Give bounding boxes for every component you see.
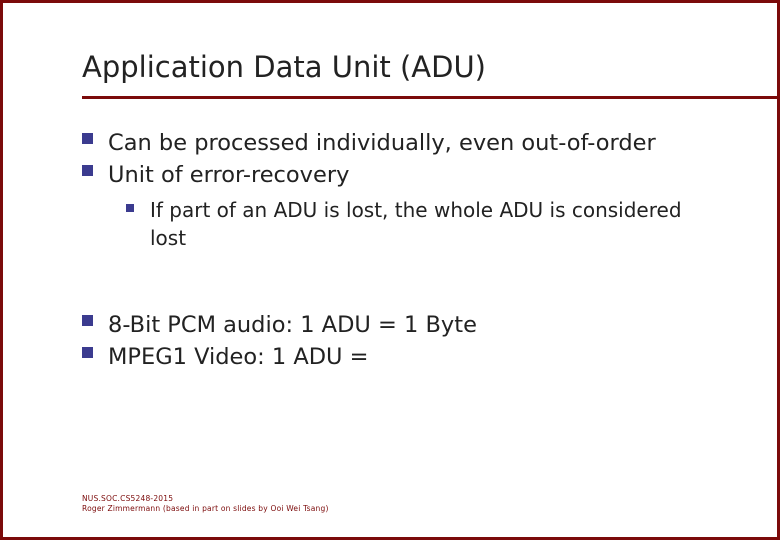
title-divider	[82, 96, 780, 99]
footer-attribution: Roger Zimmermann (based in part on slide…	[82, 504, 329, 513]
bullet-item: Unit of error-recovery	[82, 160, 722, 190]
page-title: Application Data Unit (ADU)	[82, 50, 486, 84]
bullet-text: MPEG1 Video: 1 ADU =	[108, 344, 369, 370]
sub-bullet-marker-icon	[126, 204, 134, 212]
slide-body: Can be processed individually, even out-…	[82, 128, 722, 374]
bullet-text: 8-Bit PCM audio: 1 ADU = 1 Byte	[108, 312, 477, 338]
bullet-text: Unit of error-recovery	[108, 162, 350, 188]
bullet-marker-icon	[82, 347, 93, 358]
slide-footer: NUS.SOC.CS5248-2015 Roger Zimmermann (ba…	[82, 494, 682, 514]
bullet-item: 8-Bit PCM audio: 1 ADU = 1 Byte	[82, 310, 722, 340]
bullet-text: Can be processed individually, even out-…	[108, 130, 656, 156]
bullet-item: MPEG1 Video: 1 ADU =	[82, 342, 722, 372]
bullet-marker-icon	[82, 165, 93, 176]
body-spacer	[82, 252, 722, 310]
bullet-marker-icon	[82, 133, 93, 144]
bullet-marker-icon	[82, 315, 93, 326]
footer-course-code: NUS.SOC.CS5248-2015	[82, 494, 174, 503]
sub-bullet-item: If part of an ADU is lost, the whole ADU…	[82, 196, 722, 252]
bullet-item: Can be processed individually, even out-…	[82, 128, 722, 158]
sub-bullet-text: If part of an ADU is lost, the whole ADU…	[150, 198, 682, 250]
